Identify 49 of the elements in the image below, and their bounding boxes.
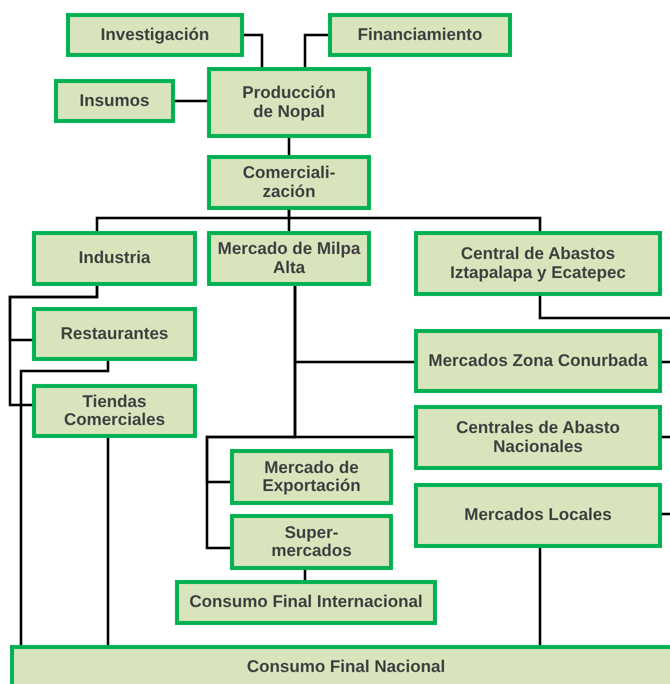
process-box	[207, 67, 371, 138]
process-box	[230, 449, 393, 505]
connector-line	[538, 548, 542, 645]
connector-line	[20, 361, 110, 645]
node-label: Financiamiento	[358, 26, 482, 44]
node-label: Super- mercados	[270, 524, 353, 560]
connector-line	[662, 360, 670, 364]
connector-line	[288, 210, 542, 231]
node-label: Consumo Final Internacional	[189, 593, 423, 612]
node-label: Consumo Final Nacional	[246, 658, 446, 676]
node-label: Mercado de Exportación	[261, 458, 362, 496]
node-label: Tiendas Comerciales	[62, 392, 166, 430]
process-box	[328, 13, 512, 57]
process-box	[32, 231, 197, 286]
connector-line	[288, 138, 290, 155]
connector-line	[206, 286, 296, 550]
connector-line	[8, 286, 98, 406]
node-label: Comerciali- zación	[242, 164, 336, 201]
node-label: Producción de Nopal	[241, 84, 337, 121]
node-label: Mercados Locales	[464, 506, 612, 525]
connector-line	[106, 438, 110, 645]
process-box	[207, 231, 371, 286]
process-box	[32, 384, 197, 438]
node-label: Restaurantes	[60, 324, 168, 344]
process-box	[414, 405, 662, 470]
process-box	[32, 307, 197, 361]
process-box	[54, 79, 175, 123]
connector-line	[662, 512, 670, 516]
process-box	[207, 155, 371, 210]
connector-line	[662, 436, 670, 438]
connector-line	[304, 570, 306, 580]
process-box	[230, 514, 393, 570]
process-box	[414, 231, 662, 296]
connector-line	[244, 34, 264, 67]
connector-line	[304, 34, 328, 67]
node-label: Centrales de Abasto Nacionales	[455, 419, 621, 456]
node-label: Mercados Zona Conurbada	[428, 352, 648, 370]
node-label: Central de Abastos Iztapalapa y Ecatepec	[449, 245, 627, 282]
node-label: Insumos	[80, 92, 150, 110]
process-box	[10, 645, 670, 684]
connector-line	[175, 100, 207, 102]
process-box	[414, 329, 662, 393]
process-box	[66, 13, 244, 57]
node-label: Investigación	[100, 26, 210, 44]
node-label: Industria	[78, 249, 150, 268]
connector-line	[538, 296, 670, 320]
process-box	[175, 580, 437, 625]
process-box	[414, 483, 662, 548]
node-label: Mercado de Milpa Alta	[216, 240, 362, 277]
